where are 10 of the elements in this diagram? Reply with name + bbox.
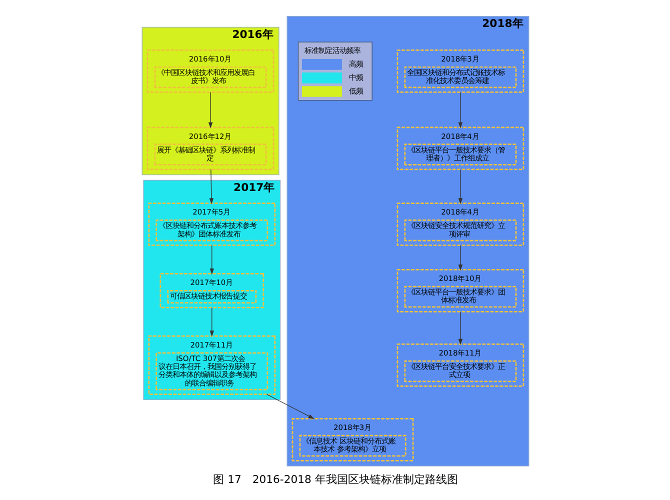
arrow	[458, 92, 462, 128]
arrow	[209, 245, 214, 275]
arrow	[266, 394, 314, 420]
arrow	[458, 311, 462, 345]
arrow	[458, 245, 462, 271]
arrow	[209, 307, 214, 337]
caption: 图 17 2016-2018 年我国区块链标准制定路线图	[212, 472, 458, 486]
arrow	[208, 169, 214, 204]
arrow	[458, 169, 462, 204]
arrow	[208, 92, 212, 128]
